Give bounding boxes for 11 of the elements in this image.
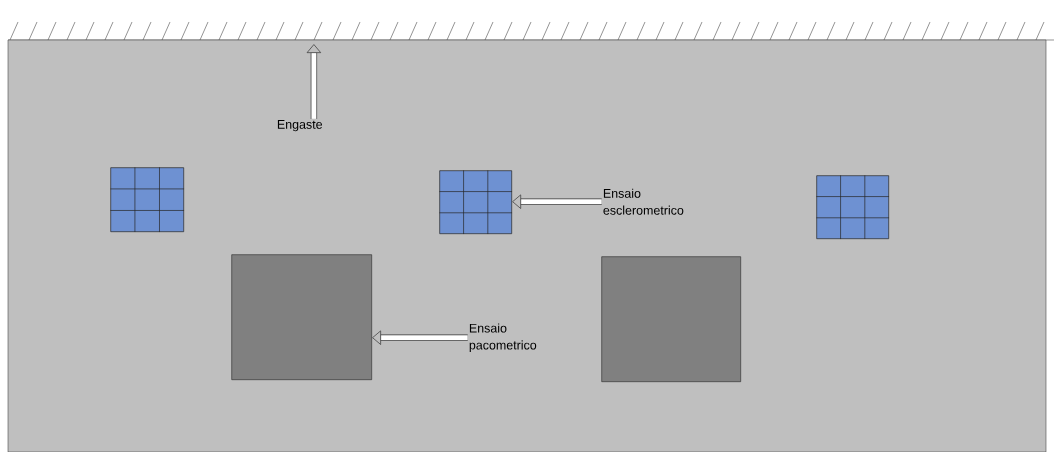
test-grid bbox=[439, 170, 513, 235]
annotation-text: Ensaio esclerometrico bbox=[603, 188, 684, 215]
hollow-arrow bbox=[372, 330, 468, 345]
test-area-square bbox=[601, 256, 741, 382]
hollow-arrow bbox=[306, 44, 322, 119]
annotation-text: Ensaio pacometrico bbox=[469, 323, 537, 352]
test-area-square bbox=[231, 254, 372, 380]
hollow-arrow bbox=[512, 194, 602, 209]
annotation-text: Engaste bbox=[277, 120, 323, 132]
test-grid bbox=[816, 175, 890, 240]
test-grid bbox=[110, 167, 185, 233]
